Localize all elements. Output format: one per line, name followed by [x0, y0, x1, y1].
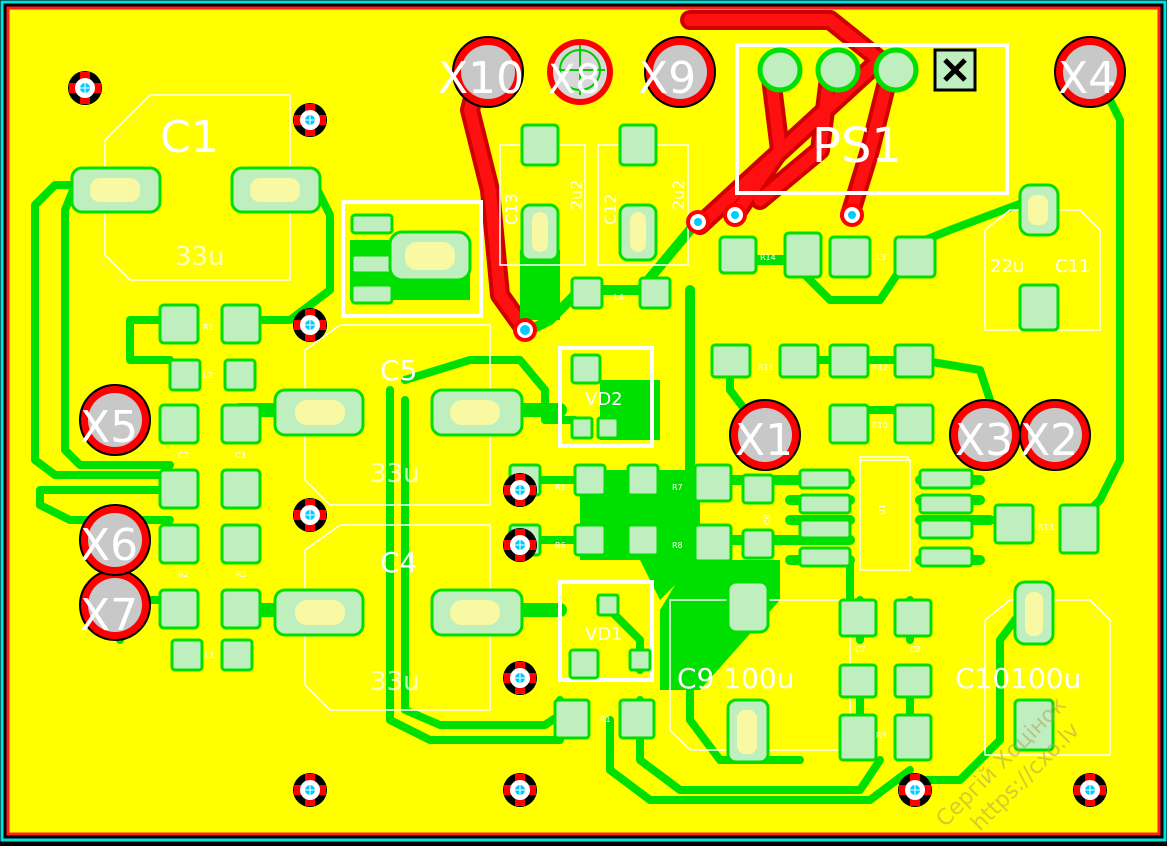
- ref-u1: U1: [878, 504, 887, 515]
- connector-pad-x4: [1054, 36, 1126, 108]
- connector-labels: X10 X8 X9 X4 X5 X6 X7 X1 X3 X2: [80, 53, 1116, 641]
- label-c13: C13: [502, 193, 521, 225]
- ref-c7: C7: [855, 645, 866, 654]
- label-c12-value: 2u2: [669, 180, 688, 211]
- vd1-outline: [558, 580, 654, 682]
- thermal-hole: [293, 498, 327, 532]
- label-c10: C10100u: [955, 662, 1081, 695]
- ps1-outline: [735, 43, 1009, 195]
- ref-r7: R7: [672, 483, 683, 492]
- label-x8: X8: [548, 57, 601, 103]
- ps1-header-pads: [757, 47, 977, 93]
- label-c5: C5: [380, 354, 417, 387]
- label-x10: X10: [438, 53, 524, 104]
- ref-r1b: R1: [600, 715, 611, 724]
- connector-pads: [79, 36, 1126, 641]
- ref-c2: C2: [178, 451, 189, 460]
- ref-r2: R2: [178, 570, 189, 579]
- connector-pad-x5: [79, 384, 151, 456]
- connector-pad-x10: [452, 36, 524, 108]
- connector-pad-x3: [949, 399, 1021, 471]
- label-c11-value: 22u: [990, 256, 1024, 277]
- thermal-hole: [68, 71, 102, 105]
- ref-r12: R12: [872, 363, 888, 372]
- connector-pad-x2: [1019, 399, 1091, 471]
- ref-c6: C6: [763, 514, 772, 525]
- label-c13-value: 2u2: [567, 180, 586, 211]
- label-x5: X5: [80, 402, 138, 453]
- label-x9: X9: [638, 53, 696, 104]
- vd2-outline: [558, 346, 654, 448]
- smd-pads: [70, 123, 1100, 764]
- thermal-hole: [503, 473, 537, 507]
- ref-r8: R8: [672, 541, 683, 550]
- ref-r3: R3: [236, 570, 247, 579]
- thermal-holes: [68, 71, 1107, 807]
- label-c12: C12: [601, 193, 620, 225]
- label-c11: C11: [1055, 256, 1090, 277]
- ref-l1: L1: [205, 651, 215, 660]
- pad-highlights: [90, 178, 1048, 754]
- label-x7: X7: [80, 590, 138, 641]
- thermal-hole: [293, 773, 327, 807]
- label-c9: C9 100u: [677, 662, 794, 695]
- thermal-hole: [293, 103, 327, 137]
- ref-r6: R6: [555, 541, 566, 550]
- ref-r14: R14: [760, 253, 776, 262]
- ref-r10: R10: [872, 421, 888, 430]
- regulator-outline: [341, 200, 483, 318]
- ref-r11: R11: [758, 363, 774, 372]
- ref-c3: C3: [235, 451, 246, 460]
- x8-crosshair: [555, 45, 605, 95]
- label-c4-value: 33u: [370, 667, 420, 697]
- thermal-hole: [293, 308, 327, 342]
- label-ps1: PS1: [812, 118, 902, 174]
- label-c4: C4: [380, 546, 417, 579]
- ref-r1: R1: [203, 323, 214, 332]
- ref-l3: L3: [876, 253, 886, 262]
- thermal-hole: [503, 528, 537, 562]
- thermal-hole: [503, 773, 537, 807]
- label-x3: X3: [955, 415, 1013, 466]
- thermal-hole: [898, 773, 932, 807]
- label-x1: X1: [735, 415, 793, 466]
- ref-l2: L2: [203, 371, 213, 380]
- ref-r13: R13: [1038, 523, 1054, 532]
- ref-l4: L4: [614, 293, 624, 302]
- label-c1-value: 33u: [175, 242, 225, 272]
- label-vd2: VD2: [585, 389, 623, 410]
- label-vd1: VD1: [585, 624, 623, 645]
- silkscreen-bold: [341, 43, 1009, 682]
- ref-r5: R5: [555, 483, 566, 492]
- label-c5-value: 33u: [370, 459, 420, 489]
- connector-pad-x7: [79, 569, 151, 641]
- connector-pad-x9: [644, 36, 716, 108]
- label-x4: X4: [1058, 53, 1116, 104]
- thermal-hole: [1073, 773, 1107, 807]
- thermal-hole: [503, 661, 537, 695]
- connector-pad-x6: [79, 504, 151, 576]
- ref-r3b: R3: [876, 731, 887, 740]
- connector-pad-x1: [729, 399, 801, 471]
- ref-c8: C8: [910, 645, 921, 654]
- label-x6: X6: [80, 520, 138, 571]
- vias: [513, 203, 864, 342]
- silkscreen-text: C1 33u C5 33u C4 33u C9 100u C10100u C11…: [160, 112, 1090, 740]
- label-x2: X2: [1020, 415, 1078, 466]
- label-c1: C1: [160, 112, 219, 163]
